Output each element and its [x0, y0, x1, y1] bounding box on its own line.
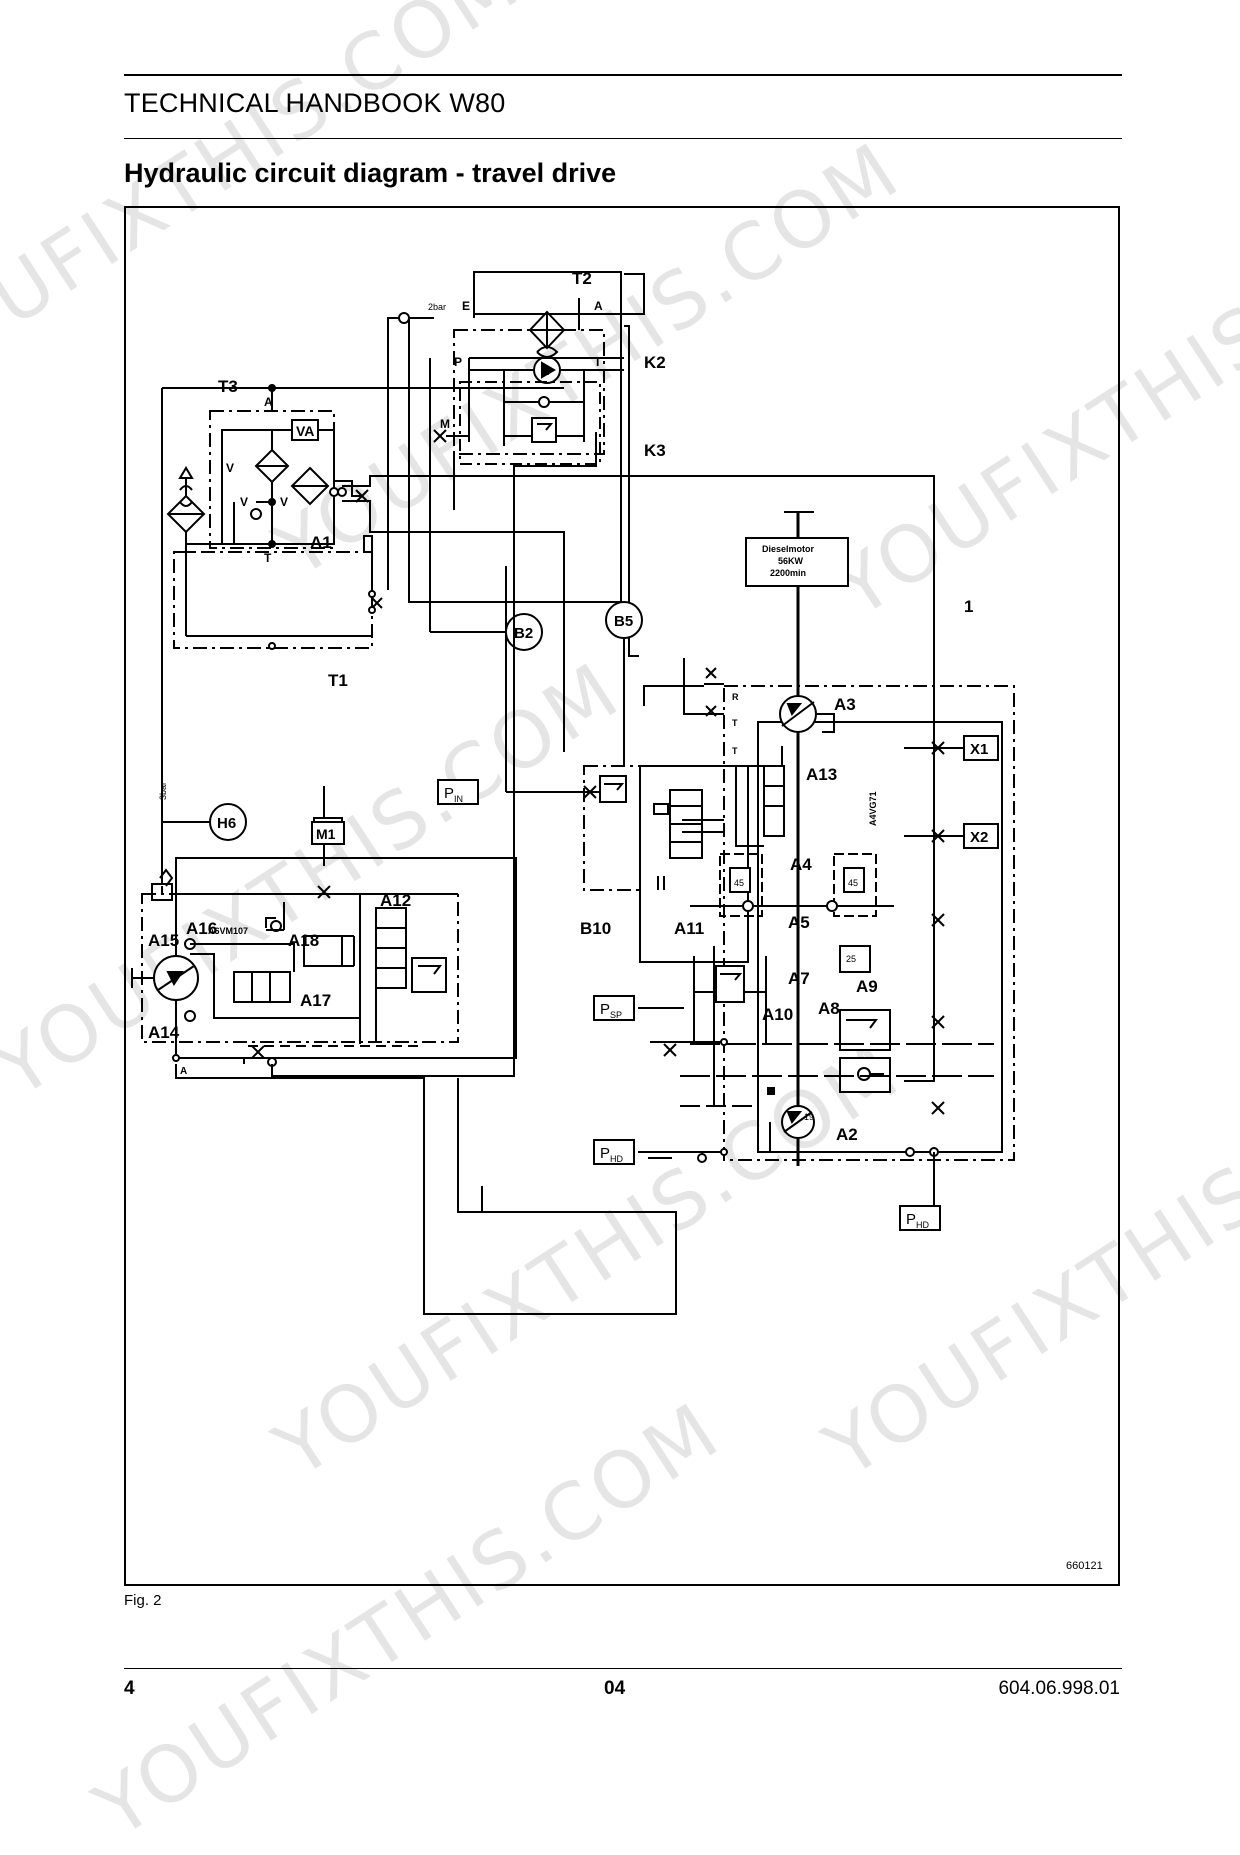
header-rule-bottom [124, 138, 1122, 139]
label-a5: A5 [788, 913, 810, 932]
label-a10: A10 [762, 1005, 793, 1024]
label-n25: 25 [846, 954, 856, 964]
label-p-sp-sub: SP [610, 1010, 622, 1020]
label-one: 1 [964, 597, 973, 616]
label-port-t1: T [732, 718, 738, 728]
label-a7: A7 [788, 969, 810, 988]
figure-frame [124, 206, 1120, 1586]
p-sp-box [593, 995, 635, 1021]
label-a1: A1 [310, 533, 332, 552]
label-t1: T1 [328, 671, 348, 690]
label-v3: V [240, 495, 248, 509]
x1-box [963, 735, 999, 761]
label-3bar: 3bar [158, 782, 168, 800]
label-p-hd-2-sub: HD [916, 1220, 929, 1230]
label-port-m: M [440, 417, 450, 431]
label-p-hd-1: P [600, 1145, 610, 1162]
label-p-hd-2: P [906, 1211, 916, 1228]
x2-box [963, 823, 999, 849]
label-a4: A4 [790, 855, 812, 874]
label-p-in-sub: IN [454, 794, 463, 804]
p-hd-box-2 [899, 1205, 941, 1231]
footer-section: 04 [604, 1678, 626, 1699]
label-n45b: 45 [848, 878, 858, 888]
label-port-t2: T [732, 746, 738, 756]
label-motor-line2: 56KW [778, 556, 804, 566]
label-port-e: E [462, 299, 470, 313]
label-p-hd-1-sub: HD [610, 1154, 623, 1164]
label-a3: A3 [834, 695, 856, 714]
label-x1: X1 [970, 741, 988, 758]
header-title: TECHNICAL HANDBOOK W80 [124, 88, 506, 118]
header-rule-top [124, 74, 1122, 76]
label-b2: B2 [514, 625, 533, 642]
label-a11: A11 [674, 919, 704, 938]
label-a12: A12 [380, 891, 411, 910]
label-va: VA [296, 423, 314, 439]
label-t3: T3 [218, 377, 238, 396]
label-a8: A8 [818, 999, 840, 1018]
label-m1: M1 [316, 826, 336, 842]
figure-caption: Fig. 2 [124, 1592, 162, 1609]
label-a17: A17 [300, 991, 331, 1010]
footer-rule [124, 1668, 1122, 1669]
label-motor-line1: Dieselmotor [762, 544, 815, 554]
label-a18: A18 [288, 931, 319, 950]
label-a16: A16 [186, 919, 217, 938]
label-i1: 1 [543, 366, 549, 378]
t1-block [173, 551, 373, 649]
label-a13: A13 [806, 765, 837, 784]
k3-block [459, 381, 601, 465]
label-a2: A2 [836, 1125, 858, 1144]
label-a4vg71: A4VG71 [868, 791, 878, 826]
label-port-r: R [732, 692, 739, 702]
label-port-a-motor: A [180, 1066, 187, 1077]
label-t2: T2 [572, 269, 592, 288]
label-p-in: P [444, 785, 454, 802]
p-hd-box-1 [593, 1139, 635, 1165]
label-v1: V [280, 495, 288, 509]
label-port-a-top: A [594, 299, 603, 313]
label-b5: B5 [614, 613, 633, 630]
footer-page-number: 4 [124, 1678, 135, 1699]
section-title: Hydraulic circuit diagram - travel drive [124, 158, 617, 188]
label-n45a: 45 [734, 878, 744, 888]
label-a14: A14 [148, 1023, 180, 1042]
label-v2: V [226, 461, 234, 475]
label-x2: X2 [970, 829, 988, 846]
label-p-sp: P [600, 1001, 610, 1018]
hydraulic-diagram: T2 K2 K3 T3 VA A1 T1 B2 B5 H6 M1 X1 X2 1… [131, 269, 1015, 1315]
label-2bar: 2bar [428, 302, 446, 312]
label-h6: H6 [217, 815, 236, 832]
figure-id: 660121 [1066, 1560, 1103, 1572]
label-n19: 19 [804, 1112, 814, 1122]
label-port-t: T [594, 355, 602, 369]
pump-block [723, 685, 1015, 1161]
label-port-t-t3: T [264, 551, 272, 565]
label-a9: A9 [856, 977, 878, 996]
m1-box [311, 821, 345, 845]
label-a6vm107: A6VM107 [208, 926, 248, 936]
label-port-p: P [454, 355, 462, 369]
label-a15: A15 [148, 931, 179, 950]
label-k2: K2 [644, 353, 666, 372]
p-in-box [437, 779, 479, 805]
label-port-a-t3: A [264, 395, 273, 409]
label-motor-line3: 2200min [770, 568, 806, 578]
footer-doc-number: 604.06.998.01 [998, 1678, 1120, 1699]
label-k3: K3 [644, 441, 666, 460]
label-b10: B10 [580, 919, 611, 938]
motor-block [141, 893, 459, 1043]
